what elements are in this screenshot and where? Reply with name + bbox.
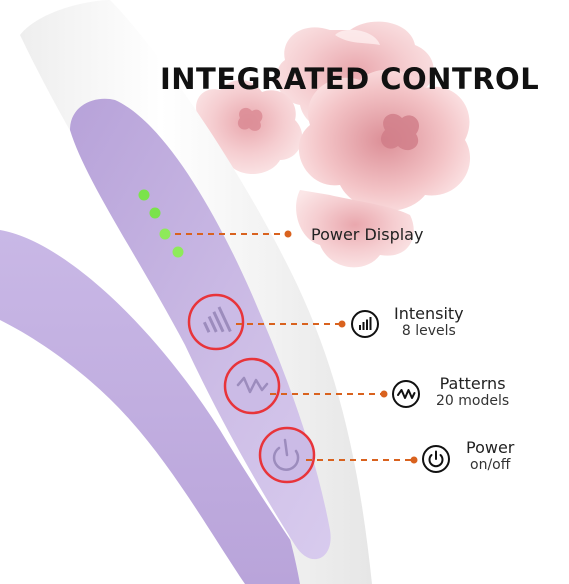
intensity-button <box>187 293 245 351</box>
rose-flowers <box>194 21 471 268</box>
feature-patterns: Patterns 20 models <box>436 374 509 410</box>
callout-dots <box>284 230 418 464</box>
device-arm <box>0 230 320 584</box>
patterns-button <box>223 357 281 415</box>
feature-label: Intensity <box>394 304 464 323</box>
feature-power-display: Power Display <box>311 225 423 244</box>
feature-sublabel: 8 levels <box>401 323 456 340</box>
page-title: INTEGRATED CONTROL <box>160 62 540 96</box>
feature-sublabel: 20 models <box>436 393 510 410</box>
power-button <box>258 426 316 484</box>
feature-intensity: Intensity 8 levels <box>394 304 464 340</box>
wave-icon <box>392 380 420 408</box>
callout-lines <box>175 233 412 461</box>
feature-label: Power Display <box>311 225 424 244</box>
feature-sublabel: on/off <box>470 457 511 474</box>
power-icon <box>422 445 450 473</box>
led-indicator <box>138 189 184 258</box>
feature-label: Patterns <box>439 374 506 393</box>
feature-power: Power on/off <box>466 438 514 474</box>
bars-icon <box>351 310 379 338</box>
feature-label: Power <box>466 438 515 457</box>
